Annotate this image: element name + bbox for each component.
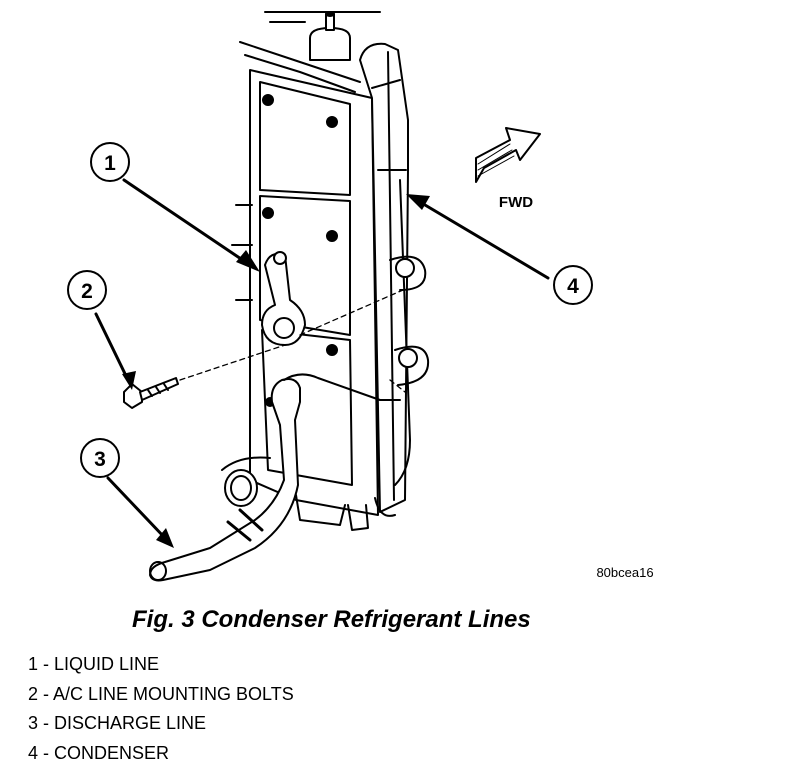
fwd-arrow-icon xyxy=(475,127,541,183)
condenser-core xyxy=(231,69,379,516)
figure-caption: Fig. 3 Condenser Refrigerant Lines xyxy=(132,606,531,633)
callout-label-2: 2 xyxy=(81,280,93,303)
callout-circle-2 xyxy=(67,270,107,310)
condenser-diagram: 1 2 3 4 FWD 80bcea16 xyxy=(67,11,654,582)
discharge-line xyxy=(149,373,401,582)
callout-label-1: 1 xyxy=(104,152,116,175)
callout-circle-4 xyxy=(553,265,593,305)
legend-item-discharge-line: 3 - DISCHARGE LINE xyxy=(28,713,207,733)
image-code: 80bcea16 xyxy=(596,565,653,580)
callout-circle-1 xyxy=(90,142,130,182)
legend-item-liquid-line: 1 - LIQUID LINE xyxy=(28,654,160,674)
callout-label-4: 4 xyxy=(567,275,579,298)
legend-item-mounting-bolts: 2 - A/C LINE MOUNTING BOLTS xyxy=(28,683,294,704)
mounting-bolt xyxy=(123,377,179,409)
callout-circle-3 xyxy=(80,438,120,478)
direction-label: FWD xyxy=(499,194,533,211)
liquid-line xyxy=(261,251,306,346)
legend-item-condenser: 4 - CONDENSER xyxy=(28,742,170,763)
condenser-bottom-fittings xyxy=(295,494,396,531)
leader-lines xyxy=(94,178,550,540)
condenser-side-tank xyxy=(359,42,430,513)
condenser-outlet-pipe xyxy=(221,456,271,507)
callout-label-3: 3 xyxy=(94,448,106,471)
legend-list: 1 - LIQUID LINE 2 - A/C LINE MOUNTING BO… xyxy=(28,650,294,768)
leader-arrowheads xyxy=(122,194,430,548)
radiator-top-edge xyxy=(239,11,381,93)
filler-neck xyxy=(309,11,351,61)
installation-guide-lines xyxy=(179,289,406,393)
